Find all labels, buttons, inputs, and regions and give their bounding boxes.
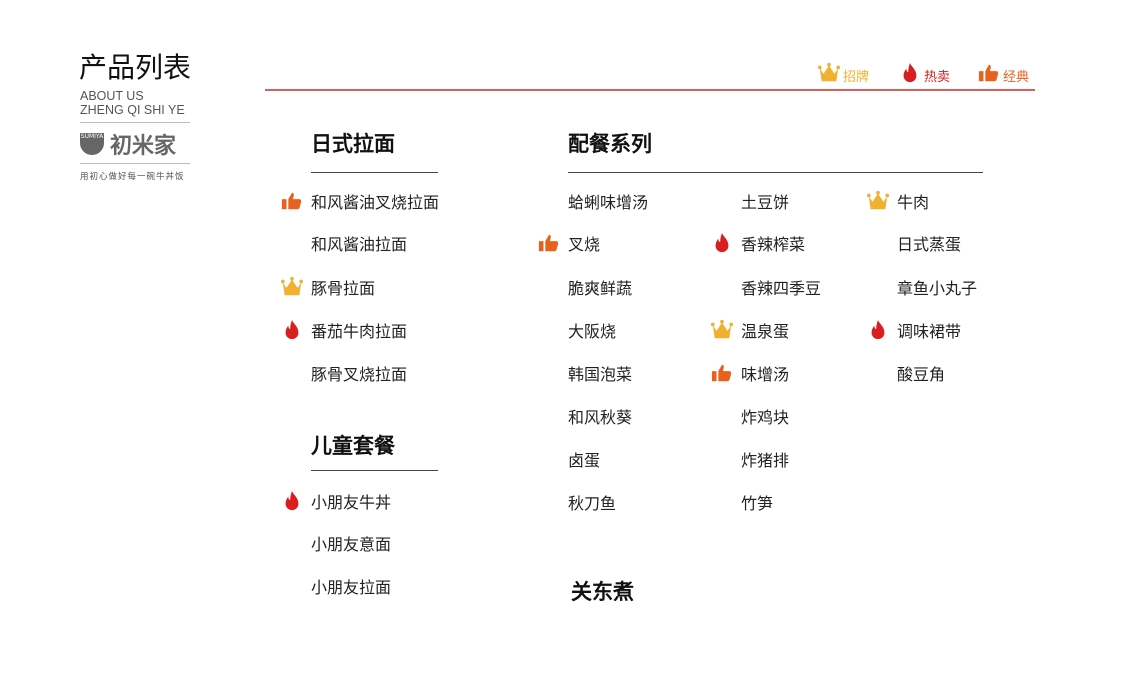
menu-item: 韩国泡菜 (568, 365, 633, 384)
menu-item: 和风酱油拉面 (311, 235, 408, 254)
header-rule (265, 89, 1035, 91)
menu-item: 温泉蛋 (741, 322, 790, 341)
menu-item: 和风秋葵 (568, 408, 633, 427)
legend-item: 招牌 (818, 62, 869, 88)
menu-item: 章鱼小丸子 (897, 279, 978, 298)
flame-icon (281, 319, 303, 341)
section-title-ramen: 日式拉面 (311, 132, 395, 156)
crown-icon (867, 190, 889, 212)
section-title-sides: 配餐系列 (568, 132, 652, 156)
section-title-oden: 关东煮 (571, 580, 634, 604)
menu-item: 香辣四季豆 (741, 279, 822, 298)
menu-item: 炸鸡块 (741, 408, 790, 427)
legend-label: 经典 (1003, 69, 1030, 85)
thumbs-up-icon (711, 362, 733, 384)
logo-bowl-icon: SUMIYA (80, 133, 104, 155)
company-name-pinyin: ZHENG QI SHI YE (80, 103, 185, 117)
legend-item: 热卖 (899, 62, 950, 88)
menu-item: 香辣榨菜 (741, 235, 806, 254)
page-title: 产品列表 (79, 51, 192, 84)
thumbs-up-icon (978, 62, 1000, 88)
about-us-label: ABOUT US (80, 89, 144, 103)
legend-label: 热卖 (924, 69, 951, 85)
thumbs-up-icon (281, 190, 303, 212)
menu-item: 豚骨叉烧拉面 (311, 365, 408, 384)
menu-item: 大阪烧 (568, 322, 617, 341)
menu-item: 叉烧 (568, 235, 601, 254)
logo-text: 初米家 (110, 134, 177, 159)
divider (80, 163, 190, 164)
menu-item: 土豆饼 (741, 193, 790, 212)
flame-icon (281, 490, 303, 512)
menu-item: 脆爽鲜蔬 (568, 279, 633, 298)
crown-icon (818, 62, 840, 88)
flame-icon (867, 319, 889, 341)
flame-icon (711, 232, 733, 254)
menu-item: 酸豆角 (897, 365, 946, 384)
crown-icon (281, 276, 303, 298)
section-underline (311, 172, 438, 173)
legend-item: 经典 (978, 62, 1029, 88)
menu-item: 小朋友牛丼 (311, 493, 392, 512)
menu-item: 秋刀鱼 (568, 494, 617, 513)
menu-item: 牛肉 (897, 193, 930, 212)
menu-item: 豚骨拉面 (311, 279, 376, 298)
menu-item: 番茄牛肉拉面 (311, 322, 408, 341)
legend-label: 招牌 (843, 69, 870, 85)
slogan: 用初心做好每一碗牛丼饭 (80, 172, 185, 182)
menu-item: 卤蛋 (568, 451, 601, 470)
flame-icon (899, 62, 921, 88)
logo: SUMIYA 初米家 (80, 128, 176, 160)
menu-item: 味增汤 (741, 365, 790, 384)
menu-item: 调味裙带 (897, 322, 962, 341)
section-underline (568, 172, 983, 173)
divider (80, 122, 190, 123)
crown-icon (711, 319, 733, 341)
logo-badge-text: SUMIYA (80, 133, 104, 140)
menu-item: 炸猪排 (741, 451, 790, 470)
menu-item: 和风酱油叉烧拉面 (311, 193, 440, 212)
thumbs-up-icon (538, 232, 560, 254)
section-title-kids: 儿童套餐 (311, 434, 395, 458)
menu-item: 蛤蜊味增汤 (568, 193, 649, 212)
menu-item: 竹笋 (741, 494, 774, 513)
menu-item: 小朋友拉面 (311, 578, 392, 597)
section-underline (311, 470, 438, 471)
menu-item: 日式蒸蛋 (897, 235, 962, 254)
menu-item: 小朋友意面 (311, 535, 392, 554)
